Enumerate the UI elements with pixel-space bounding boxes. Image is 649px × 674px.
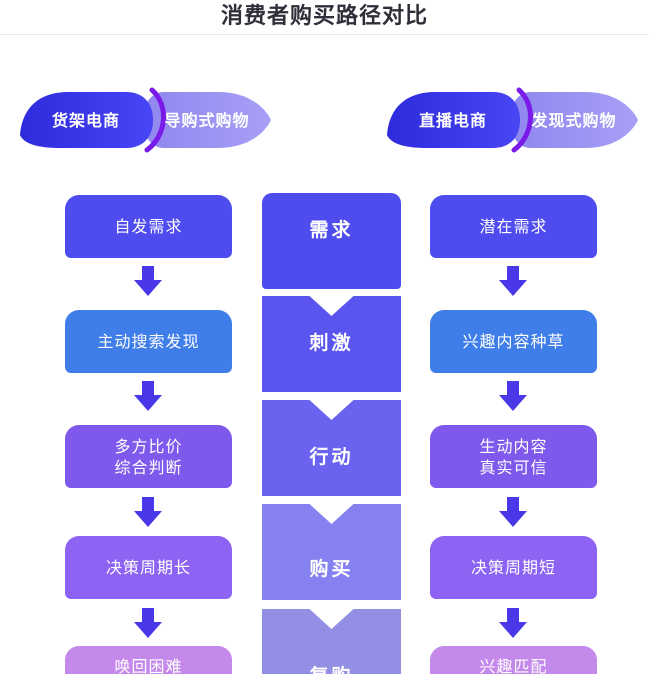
banner-swirl xyxy=(511,87,533,153)
flow-step-price-comparison: 多方比价 综合判断 xyxy=(65,425,232,488)
arrow-stem xyxy=(507,381,519,396)
banner-label-guided-shopping: 导购式购物 xyxy=(164,111,249,130)
flow-step-label: 兴趣匹配 xyxy=(479,657,548,674)
flow-step-label: 决策周期短 xyxy=(470,558,556,577)
title-divider xyxy=(0,34,649,35)
flow-step-label: 主动搜索发现 xyxy=(97,332,200,351)
stage-demand: 需求 xyxy=(262,193,401,289)
flow-step-interest-match: 兴趣匹配 xyxy=(430,646,597,674)
flow-step-latent-demand: 潜在需求 xyxy=(430,195,597,258)
arrow-stem xyxy=(142,381,154,396)
flow-step-label: 兴趣内容种草 xyxy=(462,332,565,351)
flow-step-label: 唤回困难 xyxy=(114,657,183,674)
stage-label: 复购 xyxy=(262,661,401,674)
banner-shelf-vs-guided: 货架电商 导购式购物 xyxy=(20,87,271,153)
stage-label: 购买 xyxy=(309,558,354,580)
arrow-head xyxy=(134,511,162,527)
banner-live-vs-discovery: 直播电商 发现式购物 xyxy=(387,87,638,153)
arrow-head xyxy=(499,511,527,527)
flow-step-long-decision-cycle: 决策周期长 xyxy=(65,536,232,599)
arrow-stem xyxy=(142,497,154,512)
stage-label: 刺激 xyxy=(309,332,354,354)
flow-step-label: 潜在需求 xyxy=(479,217,548,236)
flow-step-short-decision-cycle: 决策周期短 xyxy=(430,536,597,599)
flow-step-vivid-credible-content: 生动内容 真实可信 xyxy=(430,425,597,488)
arrow-stem xyxy=(507,497,519,512)
arrow-head xyxy=(134,395,162,411)
stage-stimulus: 刺激 xyxy=(262,296,401,392)
flow-step-label: 决策周期长 xyxy=(105,558,191,577)
flow-step-label: 自发需求 xyxy=(114,217,183,236)
flow-step-label: 生动内容 真实可信 xyxy=(479,436,548,477)
stage-label: 行动 xyxy=(309,446,354,468)
arrow-head xyxy=(134,280,162,296)
page-title: 消费者购买路径对比 xyxy=(220,4,428,29)
arrow-stem xyxy=(507,608,519,623)
banner-light-ribbon xyxy=(143,92,271,148)
flow-step-active-search: 主动搜索发现 xyxy=(65,310,232,373)
flow-step-label: 多方比价 综合判断 xyxy=(114,436,183,477)
arrow-head xyxy=(499,622,527,638)
down-arrow-icon xyxy=(134,381,162,411)
banner-light-ribbon xyxy=(510,92,638,148)
banner-label-discovery-shopping: 发现式购物 xyxy=(530,111,616,130)
down-arrow-icon xyxy=(134,497,162,527)
arrow-stem xyxy=(142,608,154,623)
down-arrow-icon xyxy=(499,266,527,296)
down-arrow-icon xyxy=(134,266,162,296)
down-arrow-icon xyxy=(499,381,527,411)
stage-purchase: 购买 xyxy=(262,504,401,600)
stage-label: 需求 xyxy=(309,219,354,241)
banner-blue-ribbon xyxy=(20,92,153,148)
flow-step-interest-content: 兴趣内容种草 xyxy=(430,310,597,373)
stage-repurchase: 复购 xyxy=(262,609,401,674)
arrow-head xyxy=(134,622,162,638)
down-arrow-icon xyxy=(499,497,527,527)
flow-step-hard-to-recall: 唤回困难 xyxy=(65,646,232,674)
arrow-stem xyxy=(142,266,154,281)
banner-label-shelf-ecommerce: 货架电商 xyxy=(52,111,120,130)
banner-swirl xyxy=(144,87,166,153)
arrow-head xyxy=(499,280,527,296)
arrow-head xyxy=(499,395,527,411)
flow-step-spontaneous-demand: 自发需求 xyxy=(65,195,232,258)
down-arrow-icon xyxy=(499,608,527,638)
down-arrow-icon xyxy=(134,608,162,638)
banner-blue-ribbon xyxy=(387,92,520,148)
arrow-stem xyxy=(507,266,519,281)
banner-label-live-ecommerce: 直播电商 xyxy=(419,111,487,130)
stage-action: 行动 xyxy=(262,400,401,496)
